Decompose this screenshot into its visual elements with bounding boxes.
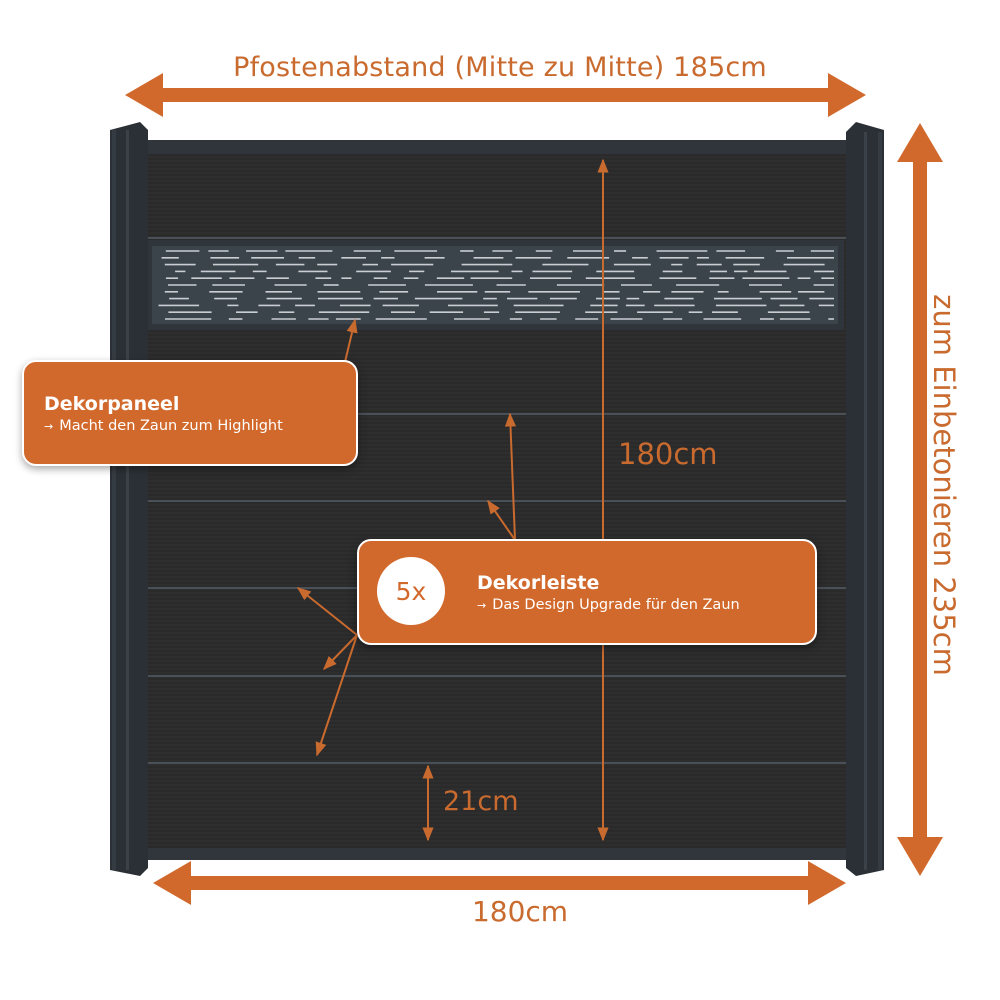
top-rail — [140, 140, 852, 154]
decor-panel — [146, 240, 844, 330]
callout-decor-strip-subtitle: → Das Design Upgrade für den Zaun — [477, 595, 815, 616]
pointer-decor-panel — [344, 318, 358, 363]
dimension-arrows — [125, 73, 943, 905]
callout-decor-strip-title: Dekorleiste — [477, 572, 600, 594]
callout-decor-panel-title: Dekorpaneel — [44, 393, 180, 415]
arrow-right-icon: → — [44, 420, 54, 433]
pointer-strip-2 — [487, 499, 516, 541]
arrow-embed-depth — [897, 123, 943, 876]
pointer-strip-4 — [323, 634, 358, 671]
pointer-strip-3 — [296, 587, 358, 636]
post-right — [846, 122, 884, 876]
embed-depth-label: zum Einbetonieren 235cm — [927, 294, 961, 676]
post-spacing-label: Pfostenabstand (Mitte zu Mitte) 185cm — [233, 52, 767, 83]
arrow-post-spacing — [125, 73, 866, 117]
callout-decor-panel-subtitle: → Macht den Zaun zum Highlight — [44, 416, 356, 437]
callout-decor-strip: 5x Dekorleiste → Das Design Upgrade für d… — [357, 539, 817, 645]
post-left — [110, 122, 148, 876]
board-height-label: 21cm — [443, 786, 519, 817]
arrow-width — [153, 861, 846, 905]
width-label: 180cm — [471, 895, 569, 928]
height-label: 180cm — [618, 437, 718, 471]
arrow-right-icon: → — [477, 599, 487, 612]
pointer-strip-1 — [504, 412, 517, 541]
thin-arrows — [296, 158, 609, 842]
callout-decor-panel-subtitle-text: Macht den Zaun zum Highlight — [59, 418, 283, 434]
pointer-strip-5 — [315, 634, 358, 757]
decor-panel-pattern — [158, 250, 834, 320]
bottom-rail — [140, 848, 852, 860]
callout-decor-strip-subtitle-text: Das Design Upgrade für den Zaun — [492, 597, 740, 613]
fence — [110, 122, 884, 876]
quantity-badge: 5x — [377, 557, 445, 625]
callout-decor-panel: Dekorpaneel → Macht den Zaun zum Highligh… — [22, 360, 358, 466]
